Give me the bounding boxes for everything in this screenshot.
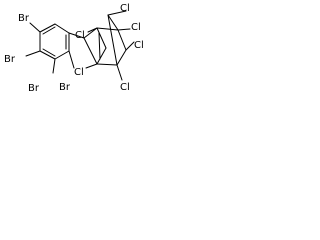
molecule-structure-diagram: Br Br Br Br Cl Cl Cl Cl Cl Cl xyxy=(4,3,144,94)
chlorine-label: Cl xyxy=(131,22,141,33)
bond xyxy=(52,58,56,74)
bond xyxy=(96,47,107,65)
bond xyxy=(125,41,135,51)
double-bond-inner xyxy=(98,32,101,60)
bond xyxy=(87,27,98,33)
bond xyxy=(117,28,131,31)
aryl-norbornene-bond xyxy=(68,32,85,39)
bond xyxy=(68,50,75,69)
bond xyxy=(54,23,70,34)
bromine-label: Br xyxy=(4,54,16,65)
bond xyxy=(54,50,70,60)
bond xyxy=(107,14,118,66)
bond xyxy=(85,63,98,69)
aromatic-inner-bond xyxy=(42,48,56,57)
chlorine-label: Cl xyxy=(120,3,130,14)
bond xyxy=(39,50,56,60)
chlorine-label: Cl xyxy=(134,40,144,51)
bromine-label: Br xyxy=(28,83,40,94)
bond xyxy=(96,63,118,66)
bond xyxy=(117,29,127,51)
bond xyxy=(39,23,56,33)
bromine-label: Br xyxy=(18,13,30,24)
bond xyxy=(96,27,119,31)
chlorine-label: Cl xyxy=(74,67,84,78)
bond xyxy=(25,50,41,57)
bond xyxy=(83,37,98,65)
bond xyxy=(107,10,127,16)
bromine-label: Br xyxy=(59,82,71,93)
aromatic-inner-bond xyxy=(42,26,56,35)
chlorine-label: Cl xyxy=(120,82,130,93)
bond xyxy=(96,27,107,49)
bond xyxy=(83,27,98,39)
bond xyxy=(107,14,119,31)
bond xyxy=(116,64,123,81)
bond xyxy=(29,22,41,33)
hexachloronorbornene-cage xyxy=(83,10,135,81)
bond xyxy=(116,49,127,66)
chlorine-label: Cl xyxy=(75,30,85,41)
tetrabromophenyl-ring xyxy=(25,22,75,74)
